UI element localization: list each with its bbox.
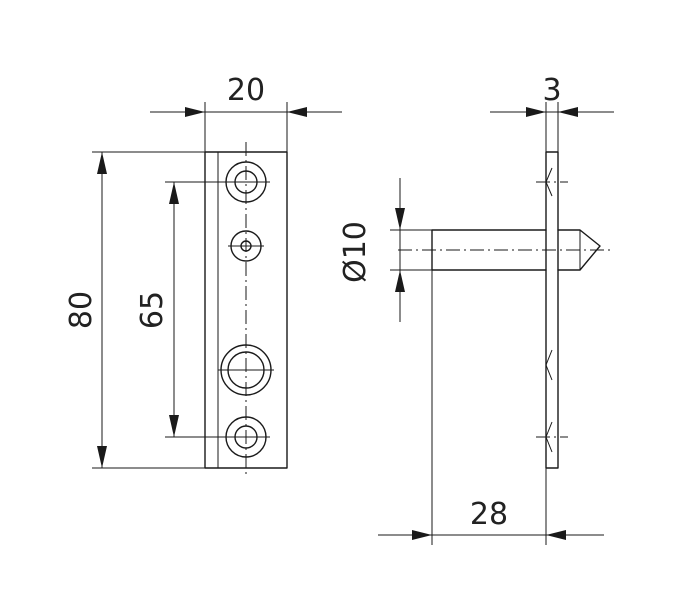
plate-side-edge — [545, 151, 559, 469]
dimension-width: 20 — [150, 73, 342, 152]
dimension-thickness-label: 3 — [542, 73, 561, 108]
hole-large — [218, 344, 274, 396]
dimension-pin-length-label: 28 — [470, 497, 508, 532]
dimension-height-label: 80 — [64, 291, 99, 329]
front-view — [204, 142, 288, 478]
dimension-hole-spacing-label: 65 — [135, 291, 170, 329]
dimension-thickness: 3 — [490, 73, 614, 152]
dimension-width-label: 20 — [227, 73, 265, 108]
dimension-hole-spacing: 65 — [135, 181, 224, 438]
hole-bottom-countersunk — [222, 416, 270, 458]
dimension-diameter: Ø10 — [338, 178, 432, 322]
pin-tip — [557, 229, 601, 271]
side-view — [398, 151, 614, 469]
dimension-pin-length: 28 — [378, 270, 604, 545]
dimension-diameter-label: Ø10 — [338, 221, 373, 283]
dimension-height: 80 — [64, 151, 205, 469]
countersink-notch-middle — [545, 349, 553, 381]
hole-top-countersunk — [222, 161, 270, 203]
hole-small — [228, 230, 264, 262]
